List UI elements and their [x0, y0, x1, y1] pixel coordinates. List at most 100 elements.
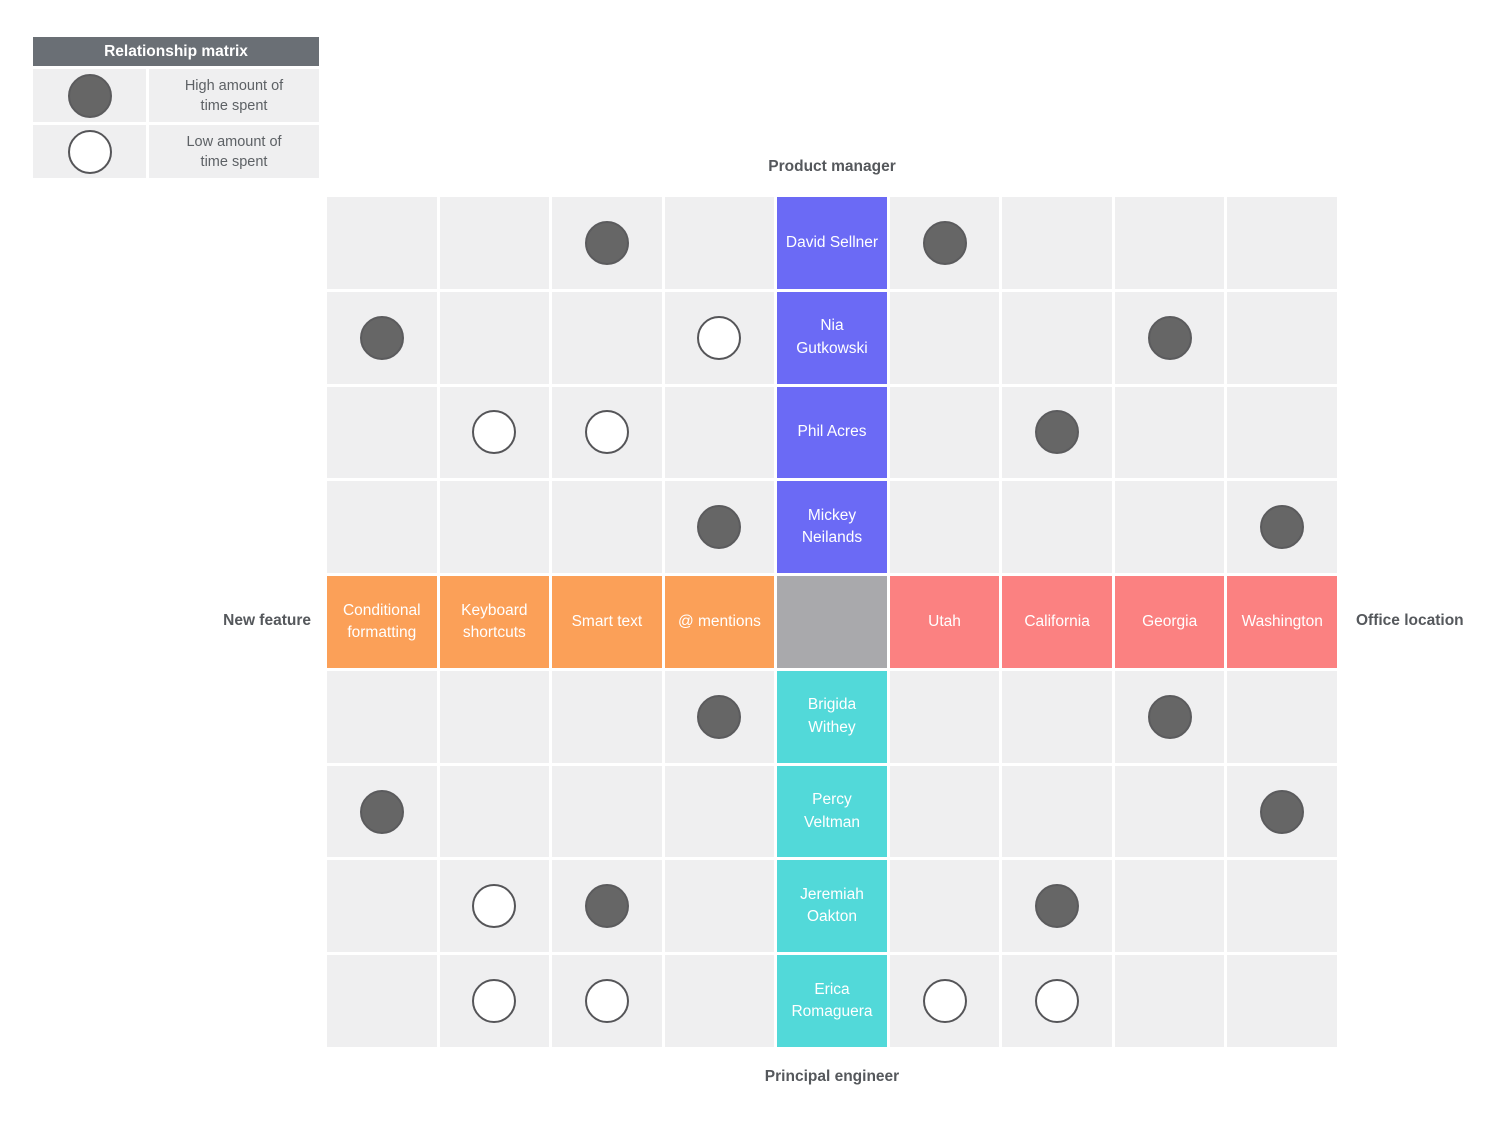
matrix-center-cell — [777, 576, 887, 668]
matrix-cell — [664, 670, 775, 763]
matrix-cell — [1114, 481, 1225, 574]
legend-item-high: High amount of time spent — [33, 69, 319, 122]
legend-item-low: Low amount of time spent — [33, 125, 319, 178]
location-cell: Utah — [889, 576, 1000, 668]
feature-cell: @ mentions — [664, 576, 775, 668]
matrix-cell — [889, 765, 1000, 858]
matrix-cell — [1227, 670, 1337, 763]
matrix-cell — [889, 481, 1000, 574]
matrix-cell — [1114, 197, 1225, 289]
matrix-cell — [327, 955, 437, 1047]
matrix-cell — [327, 860, 437, 953]
low-time-marker — [697, 315, 742, 360]
matrix-cell — [1227, 386, 1337, 479]
matrix-cell — [552, 860, 662, 953]
low-time-marker — [922, 979, 967, 1024]
matrix-cell — [1002, 765, 1112, 858]
matrix-cell — [1114, 955, 1225, 1047]
legend-title: Relationship matrix — [33, 37, 319, 66]
matrix-cell — [1002, 197, 1112, 289]
matrix-cell — [327, 197, 437, 289]
bottom-axis-label: Principal engineer — [764, 1068, 900, 1085]
matrix-cell — [1114, 860, 1225, 953]
feature-cell: Keyboard shortcuts — [439, 576, 550, 668]
matrix-cell — [1227, 765, 1337, 858]
matrix-cell — [327, 386, 437, 479]
location-cell: California — [1002, 576, 1112, 668]
matrix-cell — [439, 291, 550, 384]
matrix-cell — [327, 291, 437, 384]
low-time-symbol-cell — [33, 125, 146, 178]
matrix-cell — [327, 481, 437, 574]
matrix-cell — [552, 955, 662, 1047]
matrix-cell — [1227, 860, 1337, 953]
matrix-cell — [1227, 291, 1337, 384]
high-time-symbol-cell — [33, 69, 146, 122]
matrix-cell — [889, 860, 1000, 953]
matrix-cell — [1002, 291, 1112, 384]
high-time-marker — [359, 789, 404, 834]
low-time-marker — [472, 884, 517, 929]
matrix-cell — [1114, 670, 1225, 763]
matrix-cell — [552, 481, 662, 574]
legend-item-high-label: High amount of time spent — [149, 69, 319, 122]
top-axis-label: Product manager — [768, 158, 896, 175]
low-time-marker — [472, 979, 517, 1024]
matrix-cell — [439, 765, 550, 858]
location-cell: Georgia — [1114, 576, 1225, 668]
matrix-cell — [439, 481, 550, 574]
matrix-cell — [439, 197, 550, 289]
principal-engineer-cell: Jeremiah Oakton — [777, 860, 887, 953]
matrix-cell — [1114, 386, 1225, 479]
matrix-cell — [552, 765, 662, 858]
matrix-cell — [664, 386, 775, 479]
high-time-marker — [359, 315, 404, 360]
legend: Relationship matrix High amount of time … — [33, 37, 319, 178]
matrix-cell — [552, 386, 662, 479]
matrix-cell — [664, 860, 775, 953]
product-manager-cell: Nia Gutkowski — [777, 291, 887, 384]
right-axis-label: Office location — [1356, 612, 1464, 629]
matrix-cell — [889, 386, 1000, 479]
matrix-cell — [439, 386, 550, 479]
high-time-marker — [922, 220, 967, 265]
high-time-marker — [697, 505, 742, 550]
high-time-marker — [1147, 694, 1192, 739]
matrix-cell — [1002, 955, 1112, 1047]
high-time-marker — [1035, 410, 1080, 455]
left-axis-label: New feature — [223, 612, 311, 629]
high-time-marker — [697, 694, 742, 739]
filled-circle-icon — [67, 73, 112, 118]
matrix-cell — [1002, 386, 1112, 479]
feature-cell: Smart text — [552, 576, 662, 668]
product-manager-cell: Mickey Neilands — [777, 481, 887, 574]
low-time-marker — [584, 410, 629, 455]
matrix-cell — [664, 955, 775, 1047]
high-time-marker — [1260, 789, 1305, 834]
low-time-marker — [1035, 979, 1080, 1024]
matrix-cell — [327, 765, 437, 858]
product-manager-cell: David Sellner — [777, 197, 887, 289]
matrix-cell — [1114, 291, 1225, 384]
high-time-marker — [584, 220, 629, 265]
matrix-cell — [664, 291, 775, 384]
location-cell: Washington — [1227, 576, 1337, 668]
legend-item-low-label: Low amount of time spent — [149, 125, 319, 178]
high-time-marker — [1035, 884, 1080, 929]
matrix-cell — [439, 670, 550, 763]
matrix-cell — [889, 955, 1000, 1047]
matrix-cell — [552, 291, 662, 384]
matrix-cell — [1227, 481, 1337, 574]
matrix-cell — [664, 765, 775, 858]
matrix-cell — [889, 291, 1000, 384]
principal-engineer-cell: Percy Veltman — [777, 765, 887, 858]
high-time-marker — [584, 884, 629, 929]
high-time-marker — [1147, 315, 1192, 360]
matrix-cell — [664, 481, 775, 574]
matrix-cell — [889, 197, 1000, 289]
matrix-cell — [664, 197, 775, 289]
product-manager-cell: Phil Acres — [777, 386, 887, 479]
outlined-circle-icon — [67, 129, 112, 174]
matrix-cell — [439, 955, 550, 1047]
